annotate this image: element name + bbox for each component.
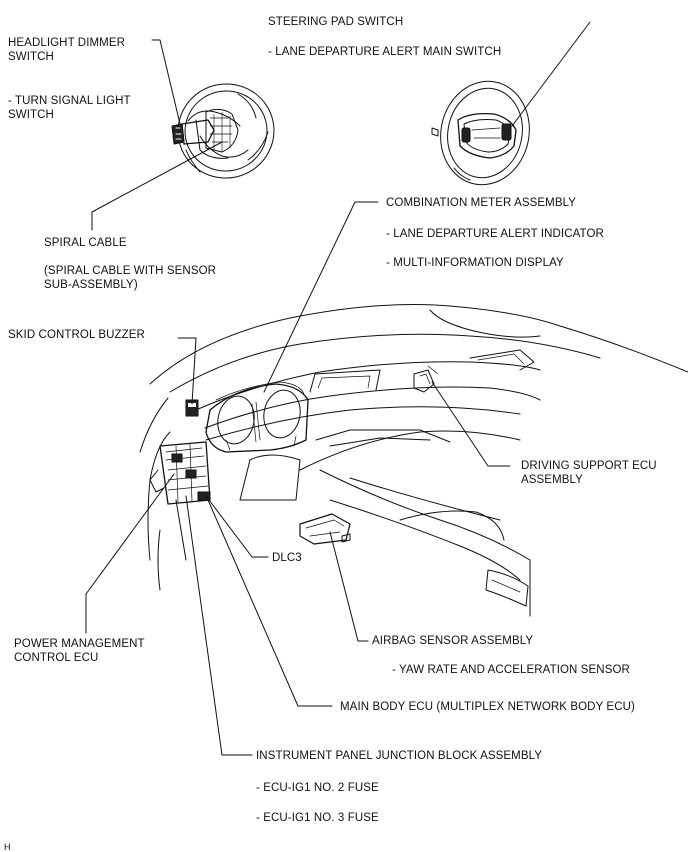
- label-power-management-control-ecu-line1: POWER MANAGEMENT: [14, 638, 145, 650]
- label-multi-information-display: - MULTI-INFORMATION DISPLAY: [386, 257, 564, 269]
- leader-skid-buzzer: [177, 337, 197, 405]
- label-turn-signal-light-switch-line2: SWITCH: [8, 109, 54, 121]
- label-driving-support-ecu-line2: ASSEMBLY: [521, 474, 583, 486]
- label-spiral-cable: SPIRAL CABLE: [44, 237, 127, 249]
- leader-dlc3: [205, 495, 269, 558]
- label-ecu-ig1-no3-fuse: - ECU-IG1 NO. 3 FUSE: [256, 812, 379, 824]
- label-spiral-cable-with-sensor-line1: (SPIRAL CABLE WITH SENSOR: [44, 265, 217, 277]
- figure-id: H: [4, 842, 11, 852]
- label-lane-departure-alert-indicator: - LANE DEPARTURE ALERT INDICATOR: [386, 228, 604, 240]
- leader-combination-meter: [263, 201, 379, 393]
- leader-lines: [85, 21, 591, 756]
- leader-main-body-ecu: [207, 499, 333, 707]
- label-instrument-panel-junction-block: INSTRUMENT PANEL JUNCTION BLOCK ASSEMBLY: [256, 750, 543, 762]
- left-steering-wheel-drawing: [171, 83, 275, 179]
- label-dlc3: DLC3: [272, 552, 302, 564]
- label-power-management-control-ecu-line2: CONTROL ECU: [14, 652, 99, 664]
- leader-spiral-cable: [91, 141, 223, 231]
- label-skid-control-buzzer: SKID CONTROL BUZZER: [8, 329, 145, 341]
- label-steering-pad-switch: STEERING PAD SWITCH: [268, 16, 404, 28]
- label-headlight-dimmer-switch-line1: HEADLIGHT DIMMER: [8, 37, 126, 49]
- label-driving-support-ecu-line1: DRIVING SUPPORT ECU: [521, 460, 657, 472]
- label-headlight-dimmer-switch-line2: SWITCH: [8, 51, 54, 63]
- leader-steering-pad: [511, 21, 591, 127]
- right-steering-wheel-drawing: [431, 80, 530, 186]
- label-ecu-ig1-no2-fuse: - ECU-IG1 NO. 2 FUSE: [256, 782, 379, 794]
- label-turn-signal-light-switch-line1: - TURN SIGNAL LIGHT: [8, 95, 131, 107]
- leader-airbag: [329, 531, 369, 642]
- leader-power-management: [85, 473, 175, 634]
- label-yaw-rate-and-acceleration-sensor: - YAW RATE AND ACCELERATION SENSOR: [392, 664, 630, 676]
- label-spiral-cable-with-sensor-line2: SUB-ASSEMBLY): [44, 279, 138, 291]
- dashboard-drawing: [139, 304, 688, 617]
- leader-junction-block: [185, 495, 253, 756]
- label-main-body-ecu: MAIN BODY ECU (MULTIPLEX NETWORK BODY EC…: [340, 701, 635, 713]
- label-combination-meter-assembly: COMBINATION METER ASSEMBLY: [386, 197, 577, 209]
- leader-driving-support: [431, 381, 511, 467]
- label-lane-departure-alert-main-switch: - LANE DEPARTURE ALERT MAIN SWITCH: [268, 46, 502, 58]
- label-airbag-sensor-assembly: AIRBAG SENSOR ASSEMBLY: [372, 635, 534, 647]
- leader-headlight-dimmer: [151, 39, 181, 125]
